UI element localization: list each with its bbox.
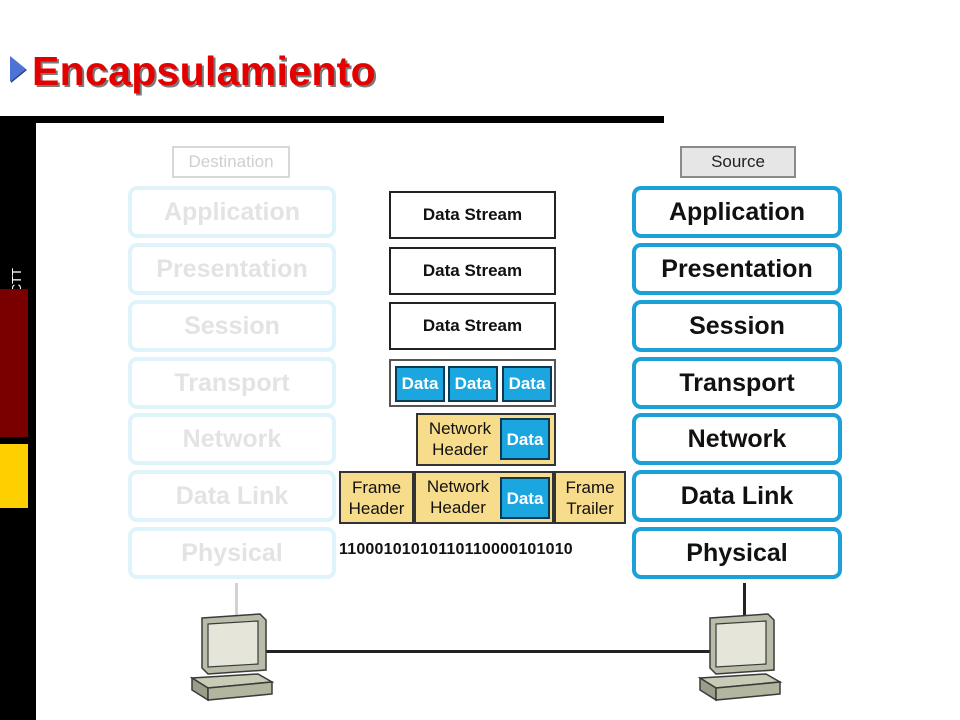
segment-3: Data	[502, 366, 552, 402]
frame-header: Frame Header	[339, 471, 414, 524]
title-rule	[0, 116, 664, 123]
source-layer-application: Application	[632, 186, 842, 238]
destination-pole	[235, 583, 238, 615]
source-computer-icon	[697, 613, 783, 702]
destination-layer-data-link: Data Link	[128, 470, 336, 522]
destination-layer-session: Session	[128, 300, 336, 352]
frame-data: Data	[500, 477, 550, 519]
source-layer-session: Session	[632, 300, 842, 352]
side-accent-yellow	[0, 444, 28, 508]
data-stream-application: Data Stream	[389, 191, 556, 239]
packet: Network Header Data	[416, 413, 556, 466]
network-cable	[262, 650, 710, 653]
segment-group: Data Data Data	[389, 359, 556, 407]
source-pole	[743, 583, 746, 615]
frame-trailer: Frame Trailer	[554, 471, 626, 524]
source-layer-presentation: Presentation	[632, 243, 842, 295]
destination-layer-transport: Transport	[128, 357, 336, 409]
packet-data: Data	[500, 418, 550, 460]
destination-layer-physical: Physical	[128, 527, 336, 579]
side-accent-red	[0, 289, 28, 437]
source-layer-transport: Transport	[632, 357, 842, 409]
source-label: Source	[680, 146, 796, 178]
slide-title-area: Encapsulamiento	[10, 46, 376, 96]
source-layer-physical: Physical	[632, 527, 842, 579]
data-stream-session: Data Stream	[389, 302, 556, 350]
segment-1: Data	[395, 366, 445, 402]
destination-computer-icon	[189, 613, 275, 702]
bullet-arrow-icon	[10, 56, 26, 82]
destination-layer-application: Application	[128, 186, 336, 238]
source-layer-network: Network	[632, 413, 842, 465]
frame-network-header: Network Header	[426, 477, 490, 517]
source-layer-data-link: Data Link	[632, 470, 842, 522]
segment-2: Data	[448, 366, 498, 402]
destination-layer-network: Network	[128, 413, 336, 465]
destination-label: Destination	[172, 146, 290, 178]
data-stream-presentation: Data Stream	[389, 247, 556, 295]
packet-network-header: Network Header	[428, 419, 492, 459]
destination-layer-presentation: Presentation	[128, 243, 336, 295]
physical-bits: 11000101010110110000101010	[339, 541, 573, 558]
frame-packet: Network Header Data	[414, 471, 554, 524]
slide-title: Encapsulamiento	[32, 47, 376, 94]
